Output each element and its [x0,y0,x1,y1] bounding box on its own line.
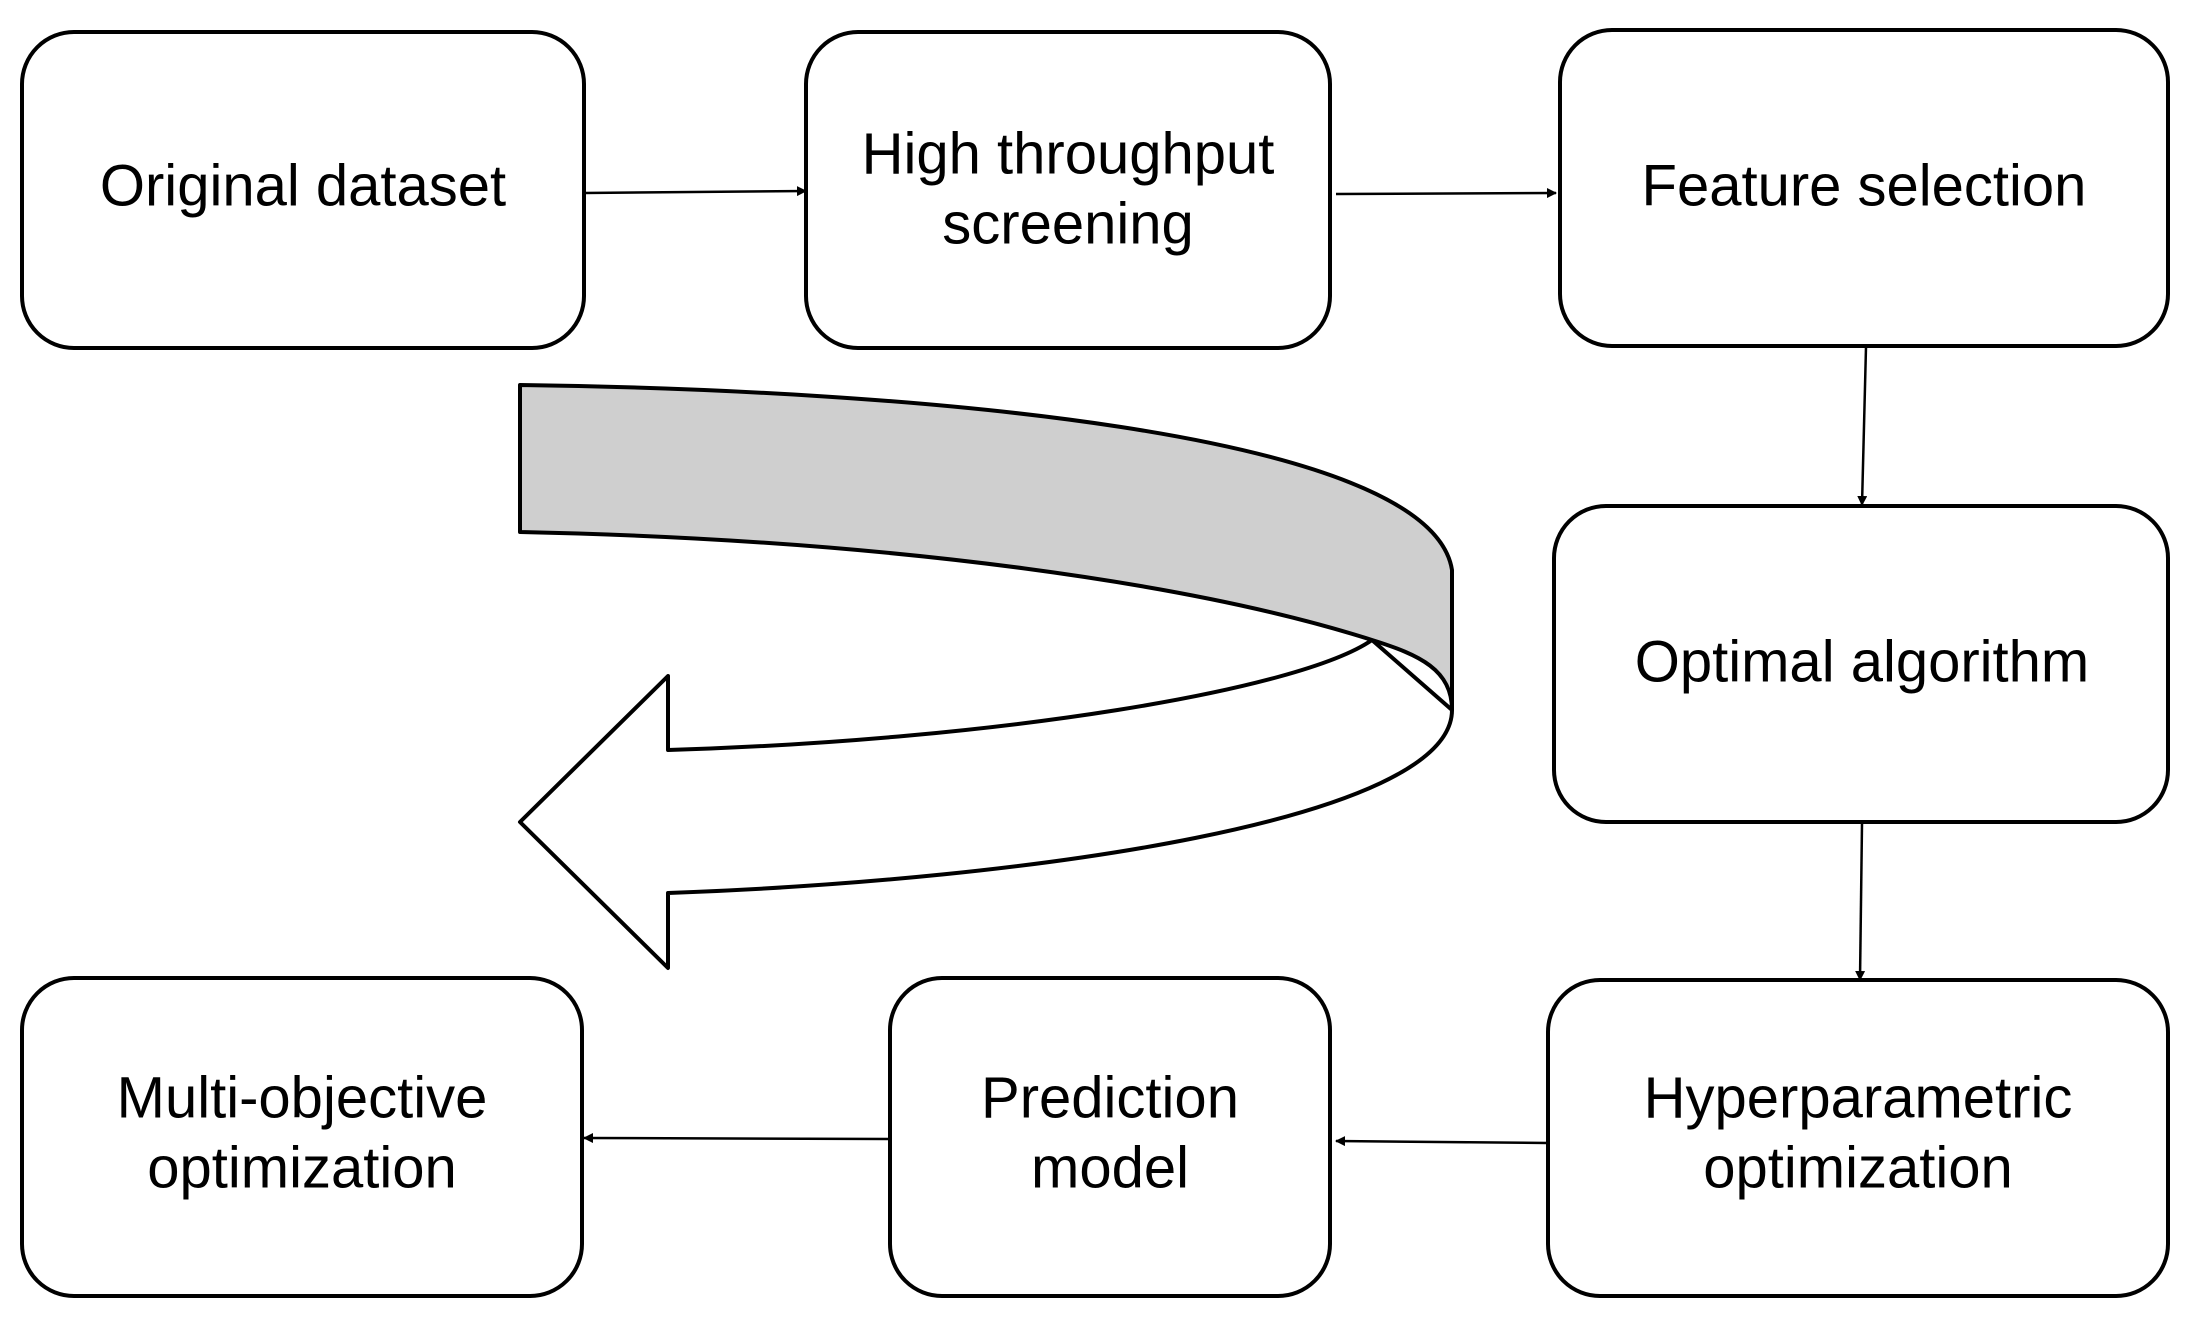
node-optimal-algorithm: Optimal algorithm [1552,504,2170,824]
node-label: Feature selection [1642,153,2087,218]
cycle-arrow-head [518,638,1454,970]
node-label: Hyperparametric [1644,1065,2073,1130]
node-label: model [1031,1135,1189,1200]
node-feature-selection: Feature selection [1558,28,2170,348]
node-label: optimization [147,1135,456,1200]
edge-optimal-to-hyper [1855,823,1866,981]
node-label: Optimal algorithm [1635,629,2089,694]
node-box [20,976,584,1298]
node-label: Prediction [981,1065,1239,1130]
edge-prediction-to-multi [583,1133,891,1144]
node-label: High throughput [862,121,1275,186]
node-box [1552,504,2170,824]
edge-hyper-to-prediction [1335,1136,1549,1147]
node-box [1546,978,2170,1298]
node-prediction-model: Prediction model [888,976,1332,1298]
node-label: Multi-objective [117,1065,488,1130]
node-multi-objective-optimization: Multi-objective optimization [20,976,584,1298]
node-label: screening [942,191,1193,256]
edge-original-to-screening [583,186,807,197]
node-box [20,30,586,350]
connectors [583,186,1868,1147]
node-box [1558,28,2170,348]
node-high-throughput-screening: High throughput screening [804,30,1332,350]
node-box [888,976,1332,1298]
cycle-arrow-icon [518,383,1454,970]
edge-feature-to-optimal [1857,346,1868,506]
node-original-dataset: Original dataset [20,30,586,350]
node-label: Original dataset [100,153,506,218]
node-box [804,30,1332,350]
node-label: optimization [1703,1135,2012,1200]
cycle-band-grey [518,383,1454,712]
node-hyperparametric-optimization: Hyperparametric optimization [1546,978,2170,1298]
edge-screening-to-feature [1335,188,1557,199]
